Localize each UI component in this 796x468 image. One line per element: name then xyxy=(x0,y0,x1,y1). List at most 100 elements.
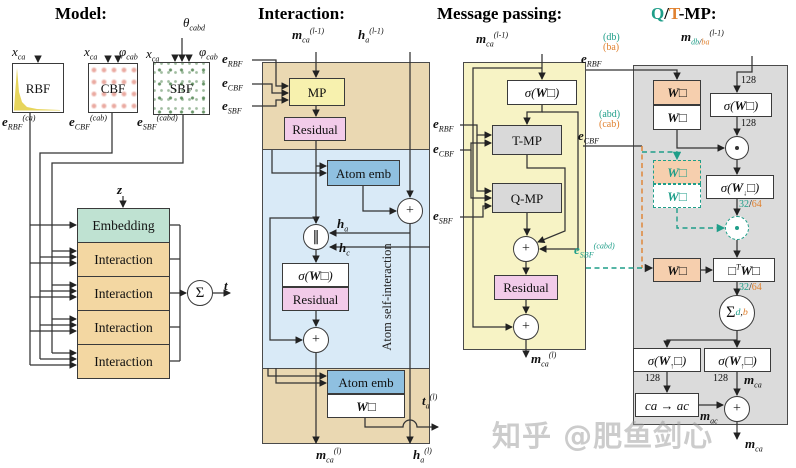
m-sub-ba: ba xyxy=(701,37,710,47)
interaction-block-4: Interaction xyxy=(77,344,170,379)
plus-symbol: + xyxy=(522,241,530,256)
qtmp-heading: Q/T-MP: xyxy=(651,4,717,24)
concat-symbol: ‖ xyxy=(312,229,320,245)
residual-label: Residual xyxy=(503,280,549,295)
zhihu-watermark: 知乎 @肥鱼剑心 xyxy=(492,419,714,453)
self-label-line2: self-interaction xyxy=(380,243,394,320)
e-rbf-sup-ba: (ba) xyxy=(603,42,620,53)
e-cbf-out-label: eCBF(cab) xyxy=(69,113,107,132)
w-label: W□ xyxy=(667,262,687,278)
plus-circle-interaction-2: + xyxy=(303,327,329,353)
bilinear-label: □TW□ xyxy=(728,262,760,278)
mp-e-sbf-label: eSBF xyxy=(433,208,453,226)
interaction-out-m-label: mca(l) xyxy=(316,446,342,465)
dim-128-label-4: 128 xyxy=(713,373,728,384)
self-label-line1: Atom xyxy=(380,322,394,351)
sbf-block: SBF xyxy=(153,62,210,115)
interaction-in-h-label: ha(l-1) xyxy=(358,26,384,45)
m-sub-sep: / xyxy=(699,37,702,47)
qmp-label: Q-MP xyxy=(510,190,544,206)
sigma-w-block-qtmp: σ(W□) xyxy=(710,93,772,117)
permute-label: ca → ac xyxy=(644,397,690,413)
residual-block-1: Residual xyxy=(284,117,346,141)
residual-block-2: Residual xyxy=(282,287,349,311)
sum-sub-d: d xyxy=(735,307,741,318)
atom-self-interaction-label: Atom self-interaction xyxy=(380,232,410,362)
sigma-w-label: σ(W□) xyxy=(524,85,560,100)
interaction-label-4: Interaction xyxy=(94,353,153,369)
interaction-label-3: Interaction xyxy=(94,319,153,335)
w-block-quad: W□ xyxy=(653,258,701,282)
rbf-curve-icon xyxy=(14,68,60,111)
hadamard-product-dashed-icon xyxy=(725,216,749,240)
hadamard-dot xyxy=(735,226,739,230)
interaction-block-1: Interaction xyxy=(77,242,170,277)
interaction-e-rbf-label: eRBF xyxy=(222,51,243,69)
w-label: W□ xyxy=(667,85,687,100)
sigma-w-up-block-right: σ(W↑□) xyxy=(704,348,771,372)
sigma-w-up-label: σ(W↑□) xyxy=(718,352,757,371)
cbf-block: CBF xyxy=(88,63,138,113)
mp-label: MP xyxy=(307,84,327,100)
rbf-block: RBF xyxy=(12,63,64,113)
m-sub-db: db xyxy=(691,37,700,47)
interaction-label-1: Interaction xyxy=(94,251,153,267)
cbf-label: CBF xyxy=(100,80,126,96)
qtmp-e-sbf-label: eSBF(cabd) xyxy=(574,241,615,260)
mp-e-cbf-label: eCBF xyxy=(433,141,454,159)
sum-sub-b: b xyxy=(742,307,748,318)
mp-in-m-label: mca(l-1) xyxy=(476,30,509,49)
e-cbf-sup-cab: (cab) xyxy=(599,119,620,130)
plus-symbol: + xyxy=(733,401,741,416)
dim-32-64-label-1: 32/64 xyxy=(739,200,762,210)
embedding-block: Embedding xyxy=(77,208,170,243)
m-sup: (l-1) xyxy=(709,28,724,38)
interaction-out-h-label: ha(l) xyxy=(413,446,432,465)
qtmp-e-rbf-label: eRBF xyxy=(581,51,602,69)
qtmp-heading-t: T xyxy=(668,4,679,23)
dim-32: 32 xyxy=(739,282,749,293)
w-label: W□ xyxy=(667,110,687,125)
interaction-label-2: Interaction xyxy=(94,285,153,301)
sum-symbol: Σ xyxy=(726,304,736,321)
sigma-w-block-mp: σ(W□) xyxy=(507,80,577,105)
mp-block: MP xyxy=(289,78,345,106)
plus-symbol: + xyxy=(522,319,530,334)
w-block-top: W□ xyxy=(653,80,701,105)
hadamard-product-icon xyxy=(725,136,749,160)
dim-64: 64 xyxy=(751,199,762,210)
plus-circle-mp-2: + xyxy=(513,314,539,340)
atom-emb-label-2: Atom emb xyxy=(338,374,394,390)
h-c-label: hc xyxy=(339,240,350,258)
w-label: W□ xyxy=(667,188,687,204)
qtmp-heading-q: Q xyxy=(651,4,665,23)
w-label: W□ xyxy=(356,398,376,414)
phi-cab-label-cbf: φcab xyxy=(119,44,138,62)
sum-sub-sep: , xyxy=(740,307,743,318)
w-block-dashed-bottom: W□ xyxy=(653,184,701,208)
x-ca-label-cbf: xca xyxy=(84,44,98,62)
atom-emb-block-1: Atom emb xyxy=(327,160,400,186)
e-rbf-sup-db: (db) xyxy=(603,32,620,43)
w-block-interaction: W□ xyxy=(327,394,405,418)
model-heading: Model: xyxy=(55,4,107,23)
interaction-heading: Interaction: xyxy=(258,4,345,23)
sigma-w-up-label: σ(W↑□) xyxy=(647,352,687,371)
mp-out-m-label: mca(l) xyxy=(531,350,557,369)
sigma-w-label: σ(W□) xyxy=(723,97,759,113)
sigma-w-block-interaction: σ(W□) xyxy=(282,263,349,287)
sum-symbol: Σ xyxy=(195,284,205,301)
atom-emb-block-2: Atom emb xyxy=(327,370,405,394)
m-ca-label: mca xyxy=(744,372,762,390)
theta-cabd-label: θcabd xyxy=(183,15,206,33)
plus-symbol: + xyxy=(312,332,320,347)
t-output-label: t xyxy=(224,278,228,293)
dim-128-label-2: 128 xyxy=(741,118,756,129)
tmp-block: T-MP xyxy=(492,125,562,155)
e-sbf-out-label: eSBF(cabd) xyxy=(137,113,178,132)
qtmp-e-cbf-label: eCBF xyxy=(578,128,599,146)
summation-icon: Σ xyxy=(187,280,213,306)
phi-cab-label-sbf: φcab xyxy=(199,44,218,62)
qtmp-heading-slash: / xyxy=(664,4,669,23)
